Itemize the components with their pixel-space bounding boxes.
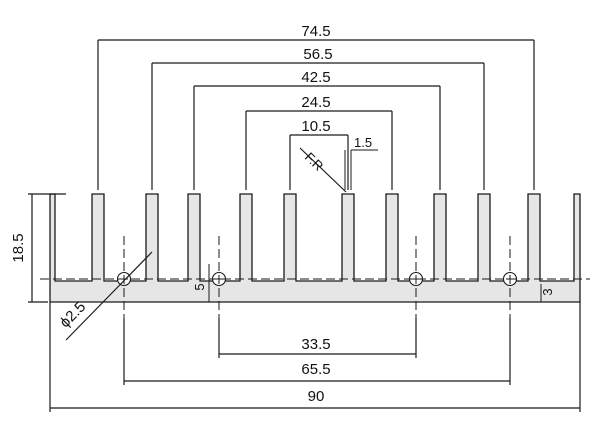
dim-42-5	[193, 85, 441, 190]
dim-10-5	[289, 134, 349, 190]
dim-74-5	[97, 39, 535, 190]
dim-label-65-5: 65.5	[301, 361, 330, 378]
dim-height	[28, 193, 66, 303]
dim-56-5	[151, 62, 485, 190]
dim-label-42-5: 42.5	[301, 69, 330, 86]
hole-diameter-leader	[65, 251, 153, 341]
dim-label-56-5: 56.5	[303, 46, 332, 63]
dim-24-5	[245, 110, 393, 190]
hole-diameter-label: ϕ2.5	[56, 298, 89, 331]
dim-33-5	[218, 318, 417, 358]
fillet-radius-leader	[299, 147, 347, 193]
dim-fin-thickness	[344, 149, 378, 190]
dim-label-10-5: 10.5	[301, 118, 330, 135]
dim-label-90: 90	[308, 388, 325, 405]
dim-label-74-5: 74.5	[301, 23, 330, 40]
dim-90	[49, 302, 581, 412]
base-label-left: 5	[192, 283, 207, 290]
dim-label-24-5: 24.5	[301, 94, 330, 111]
dim-65-5	[123, 318, 511, 385]
dim-label-33-5: 33.5	[301, 336, 330, 353]
dim-label-fin-thickness: 1.5	[354, 135, 372, 150]
dim-label-height: 18.5	[10, 233, 27, 262]
base-label-right: 3	[540, 288, 555, 295]
heatsink-profile	[49, 193, 581, 303]
